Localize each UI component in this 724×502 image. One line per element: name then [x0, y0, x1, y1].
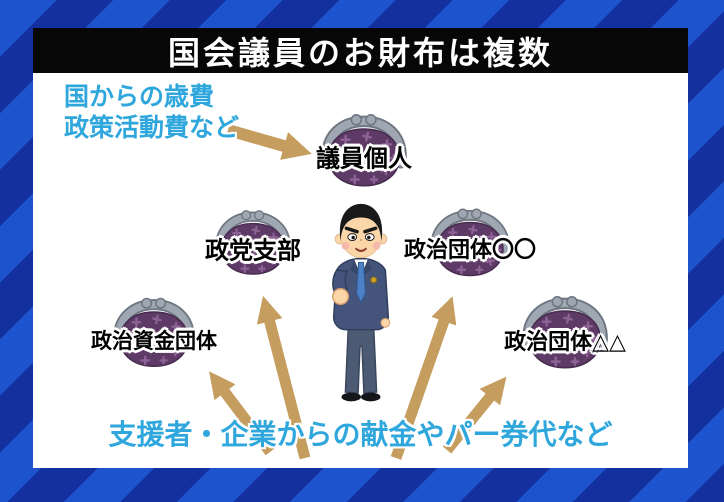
wallet-label: 政党支部: [205, 237, 301, 265]
page-title: 国会議員のお財布は複数: [167, 34, 553, 71]
title-bar: 国会議員のお財布は複数: [33, 28, 688, 73]
top-note: 国からの歳費 政策活動費など: [64, 82, 239, 144]
bottom-note: 支援者・企業からの献金やパー券代など: [108, 419, 613, 450]
wallet-label: 政治団体△△: [504, 329, 626, 355]
wallet-party-branch: 政党支部: [205, 204, 301, 284]
top-note-line2: 政策活動費など: [64, 114, 240, 142]
wallet-political-funds-org: 政治資金団体: [91, 294, 217, 374]
politician-raised-fist-icon: [322, 200, 400, 416]
wallet-label: 政治資金団体: [91, 330, 217, 354]
wallet-label: 議員個人: [316, 145, 412, 173]
wallet-political-org-1: 政治団体〇〇: [404, 204, 536, 284]
white-panel: 国会議員のお財布は複数: [33, 28, 688, 468]
wallet-member-personal: 議員個人: [316, 110, 412, 194]
wallet-political-org-2: 政治団体△△: [504, 294, 626, 374]
wallet-label: 政治団体〇〇: [403, 237, 537, 262]
top-note-line1: 国からの歳費: [64, 83, 215, 111]
